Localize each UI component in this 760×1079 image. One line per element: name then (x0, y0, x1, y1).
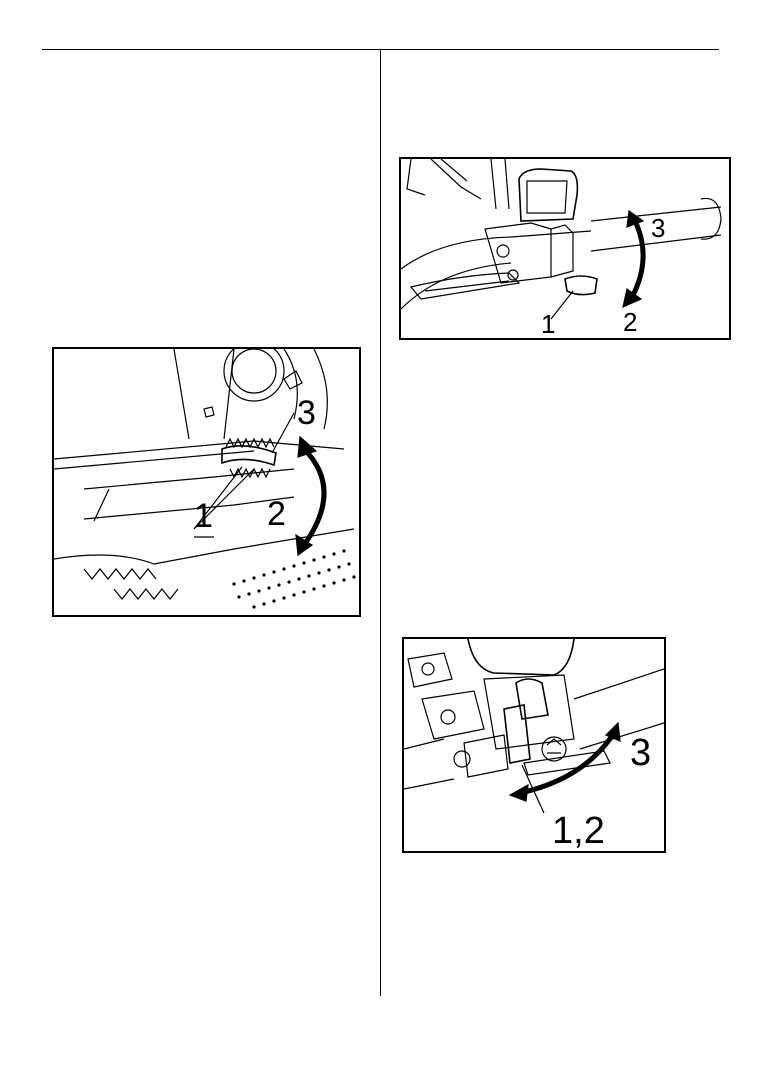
callout-3: 3 (651, 213, 666, 243)
callout-3: 3 (297, 394, 316, 432)
callout-2: 2 (623, 307, 638, 337)
footrest-illustration-icon (54, 349, 356, 609)
parking-lock-figure: 3 1,2 (402, 637, 666, 853)
column-divider (380, 50, 381, 996)
footrest-figure: 3 1 2 (52, 347, 361, 617)
callout-1: 1 (194, 497, 213, 535)
callout-1-2: 1,2 (552, 810, 605, 852)
callout-3: 3 (630, 732, 652, 774)
page-top-rule (42, 49, 719, 50)
brake-lever-illustration-icon (401, 159, 722, 320)
parking-lock-illustration-icon (404, 639, 664, 814)
brake-lever-figure: 3 1 2 (399, 157, 731, 340)
callout-2: 2 (267, 495, 286, 533)
callout-1: 1 (541, 309, 556, 339)
